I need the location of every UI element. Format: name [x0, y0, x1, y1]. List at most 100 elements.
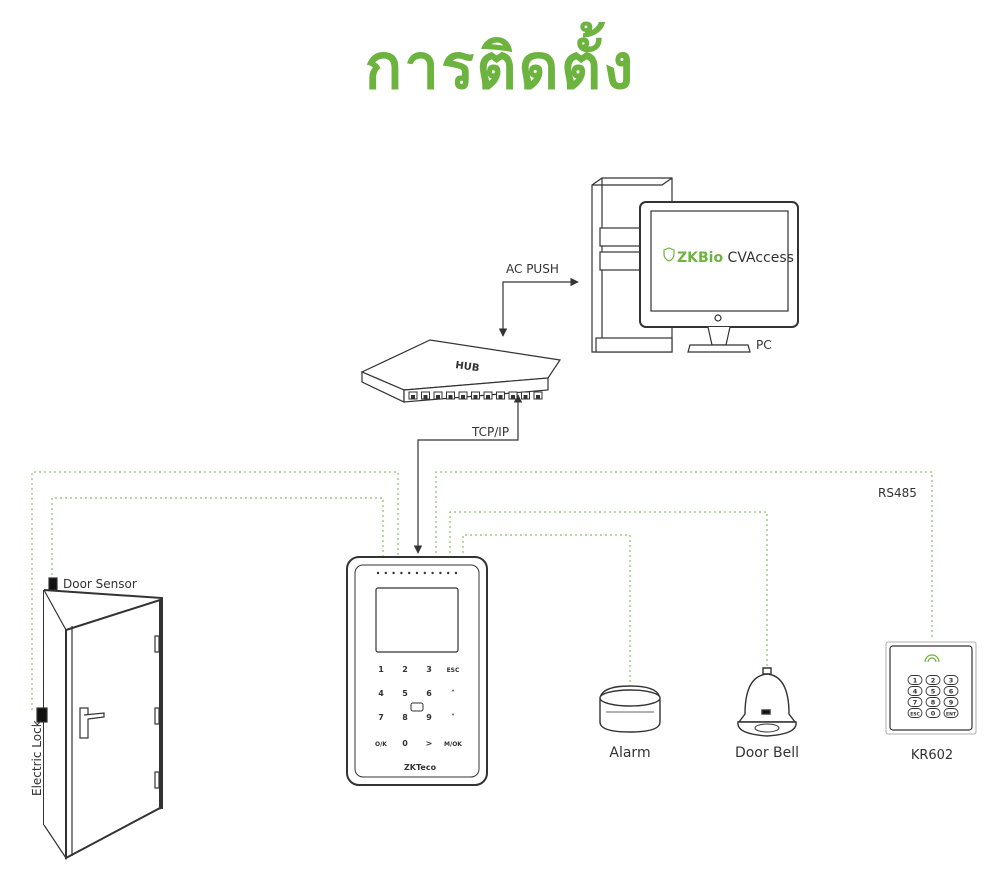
- door-sensor-icon: [48, 577, 58, 591]
- svg-text:2: 2: [931, 677, 936, 685]
- alarm-device: [599, 685, 661, 733]
- status-led: [392, 571, 395, 575]
- kr602-key[interactable]: 8: [925, 697, 941, 707]
- pc-monitor: [639, 201, 799, 353]
- terminal-key[interactable]: 4: [378, 689, 384, 698]
- kr602-key[interactable]: 2: [925, 675, 941, 685]
- electric-lock-icon: [36, 707, 48, 723]
- svg-text:5: 5: [931, 688, 936, 696]
- alarm-label: Alarm: [609, 745, 650, 761]
- terminal-key[interactable]: 6: [426, 689, 432, 698]
- svg-text:0: 0: [931, 710, 936, 718]
- status-led: [423, 571, 426, 575]
- svg-text:ENT: ENT: [946, 712, 957, 718]
- terminal-key[interactable]: 1: [378, 665, 384, 674]
- wire-electric-lock: [31, 471, 399, 710]
- svg-text:3: 3: [949, 677, 954, 685]
- hub-port: [508, 391, 518, 400]
- svg-text:6: 6: [949, 688, 954, 696]
- kr602-key[interactable]: 6: [943, 686, 959, 696]
- kr602-key[interactable]: ESC: [907, 708, 923, 718]
- svg-text:ESC: ESC: [910, 712, 920, 718]
- wire-alarm: [462, 534, 631, 685]
- hub-ports: [408, 391, 543, 400]
- terminal-key[interactable]: 2: [402, 665, 408, 674]
- kr602-key[interactable]: 9: [943, 697, 959, 707]
- svg-text:ZKBio CVAccess: ZKBio CVAccess: [677, 250, 794, 266]
- hub-port: [471, 391, 480, 400]
- card-reader-icon: [410, 702, 424, 712]
- terminal-key[interactable]: 0: [402, 739, 408, 748]
- terminal-key[interactable]: 7: [378, 713, 384, 722]
- kr602-key[interactable]: 3: [943, 675, 959, 685]
- tcp-ip-label: TCP/IP: [471, 425, 509, 439]
- kr602-key[interactable]: 4: [907, 686, 923, 696]
- svg-text:7: 7: [913, 699, 918, 707]
- status-led: [439, 571, 442, 575]
- kr602-key[interactable]: 1: [907, 675, 923, 685]
- hub-port: [483, 391, 493, 400]
- hub-port: [458, 391, 468, 400]
- software-label: ZKBio CVAccess: [663, 247, 794, 266]
- electric-lock-label: Electric Lock: [30, 720, 44, 796]
- ac-push-label: AC PUSH: [506, 262, 559, 276]
- terminal-key[interactable]: O/K: [375, 741, 387, 748]
- status-leds: [376, 571, 458, 575]
- hub-port: [421, 391, 430, 400]
- terminal-key[interactable]: ˄: [451, 689, 455, 698]
- zkbio-shield-icon: [663, 247, 675, 262]
- kr602-key[interactable]: 7: [907, 697, 923, 707]
- status-led: [415, 571, 419, 575]
- svg-text:8: 8: [931, 699, 936, 707]
- status-led: [447, 571, 450, 575]
- status-led: [376, 571, 380, 575]
- terminal-key[interactable]: ˅: [451, 713, 455, 722]
- terminal-key[interactable]: 5: [402, 689, 408, 698]
- door-bell-device: [737, 667, 797, 737]
- terminal-key[interactable]: 8: [402, 713, 408, 722]
- access-terminal: 1 2 3 ESC 4 5 6 ˄ 7 8 9 ˅ O/K 0 > M/OK ZKTeco: [346, 556, 488, 786]
- hub-port: [496, 391, 505, 400]
- pc-label: PC: [756, 338, 772, 352]
- status-led: [408, 571, 411, 575]
- network-lines: [413, 277, 579, 554]
- wire-door-bell: [449, 511, 768, 668]
- status-led: [400, 571, 403, 575]
- svg-text:9: 9: [949, 699, 954, 707]
- terminal-key[interactable]: M/OK: [444, 741, 462, 748]
- door-bell-label: Door Bell: [735, 745, 799, 761]
- status-led: [384, 571, 387, 575]
- status-led: [431, 571, 434, 575]
- tcp-ip-arrow: [413, 394, 523, 554]
- page-title: การติดตั้ง: [364, 30, 636, 103]
- terminal-logo: ZKTeco: [404, 763, 437, 772]
- kr602-label: KR602: [911, 748, 953, 763]
- zkbio-brand: ZKBio: [677, 250, 723, 266]
- hub-port: [433, 391, 443, 400]
- wire-rs485: [435, 471, 933, 640]
- door-sensor-label: Door Sensor: [63, 577, 137, 591]
- kr602-key[interactable]: 0: [925, 708, 941, 718]
- rs485-label: RS485: [878, 486, 917, 500]
- status-led: [454, 571, 458, 575]
- hub-label: HUB: [455, 360, 480, 374]
- terminal-key[interactable]: 9: [426, 713, 432, 722]
- terminal-keypad: 1 2 3 ESC 4 5 6 ˄ 7 8 9 ˅ O/K 0 > M/OK: [375, 665, 462, 748]
- kr602-key[interactable]: 5: [925, 686, 941, 696]
- wire-door-sensor: [51, 497, 384, 580]
- hub-port: [446, 391, 455, 400]
- terminal-key[interactable]: ESC: [447, 667, 460, 674]
- hub-port: [533, 391, 543, 400]
- network-hub: HUB: [360, 339, 562, 403]
- door: [36, 577, 163, 860]
- terminal-key[interactable]: >: [426, 739, 433, 748]
- kr602-key[interactable]: ENT: [943, 708, 959, 718]
- hub-port: [521, 391, 530, 400]
- hub-port: [408, 391, 418, 400]
- ac-push-arrow: [498, 277, 579, 337]
- terminal-screen: [375, 587, 459, 653]
- terminal-key[interactable]: 3: [426, 665, 432, 674]
